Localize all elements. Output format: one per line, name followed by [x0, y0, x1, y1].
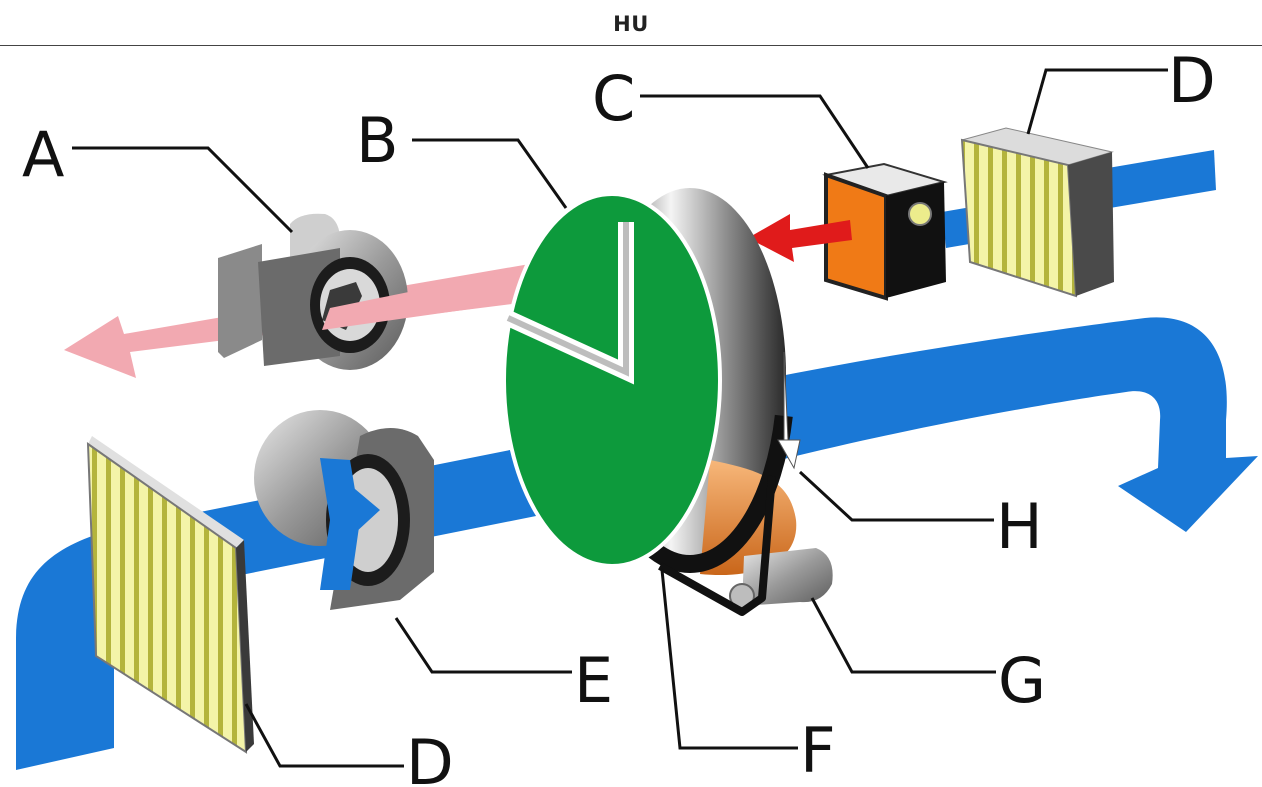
label-d-bottom: D: [406, 726, 454, 787]
label-f: F: [800, 714, 836, 787]
drive-motor: [729, 548, 833, 609]
process-filter: [86, 436, 254, 754]
page-header: HU: [0, 0, 1262, 46]
desiccant-rotor: [502, 179, 801, 576]
label-a: A: [22, 118, 64, 191]
leader-lines: [72, 68, 1168, 768]
label-b: B: [356, 104, 399, 177]
label-c: C: [592, 62, 635, 135]
drive-belt: [658, 475, 776, 616]
page-title: HU: [613, 12, 649, 36]
regeneration-heater: [822, 162, 948, 301]
label-g: G: [998, 644, 1046, 717]
label-h: H: [996, 490, 1043, 563]
reactivation-fan: [218, 213, 408, 370]
regeneration-filter: [960, 127, 1114, 298]
dry-air-outlet-duct: [760, 317, 1258, 532]
hot-air-arrow: [748, 214, 852, 262]
exhaust-arrow-front: [322, 258, 576, 330]
label-d-top: D: [1168, 44, 1216, 117]
process-air-arrow: [330, 468, 380, 556]
label-e: E: [574, 644, 613, 717]
